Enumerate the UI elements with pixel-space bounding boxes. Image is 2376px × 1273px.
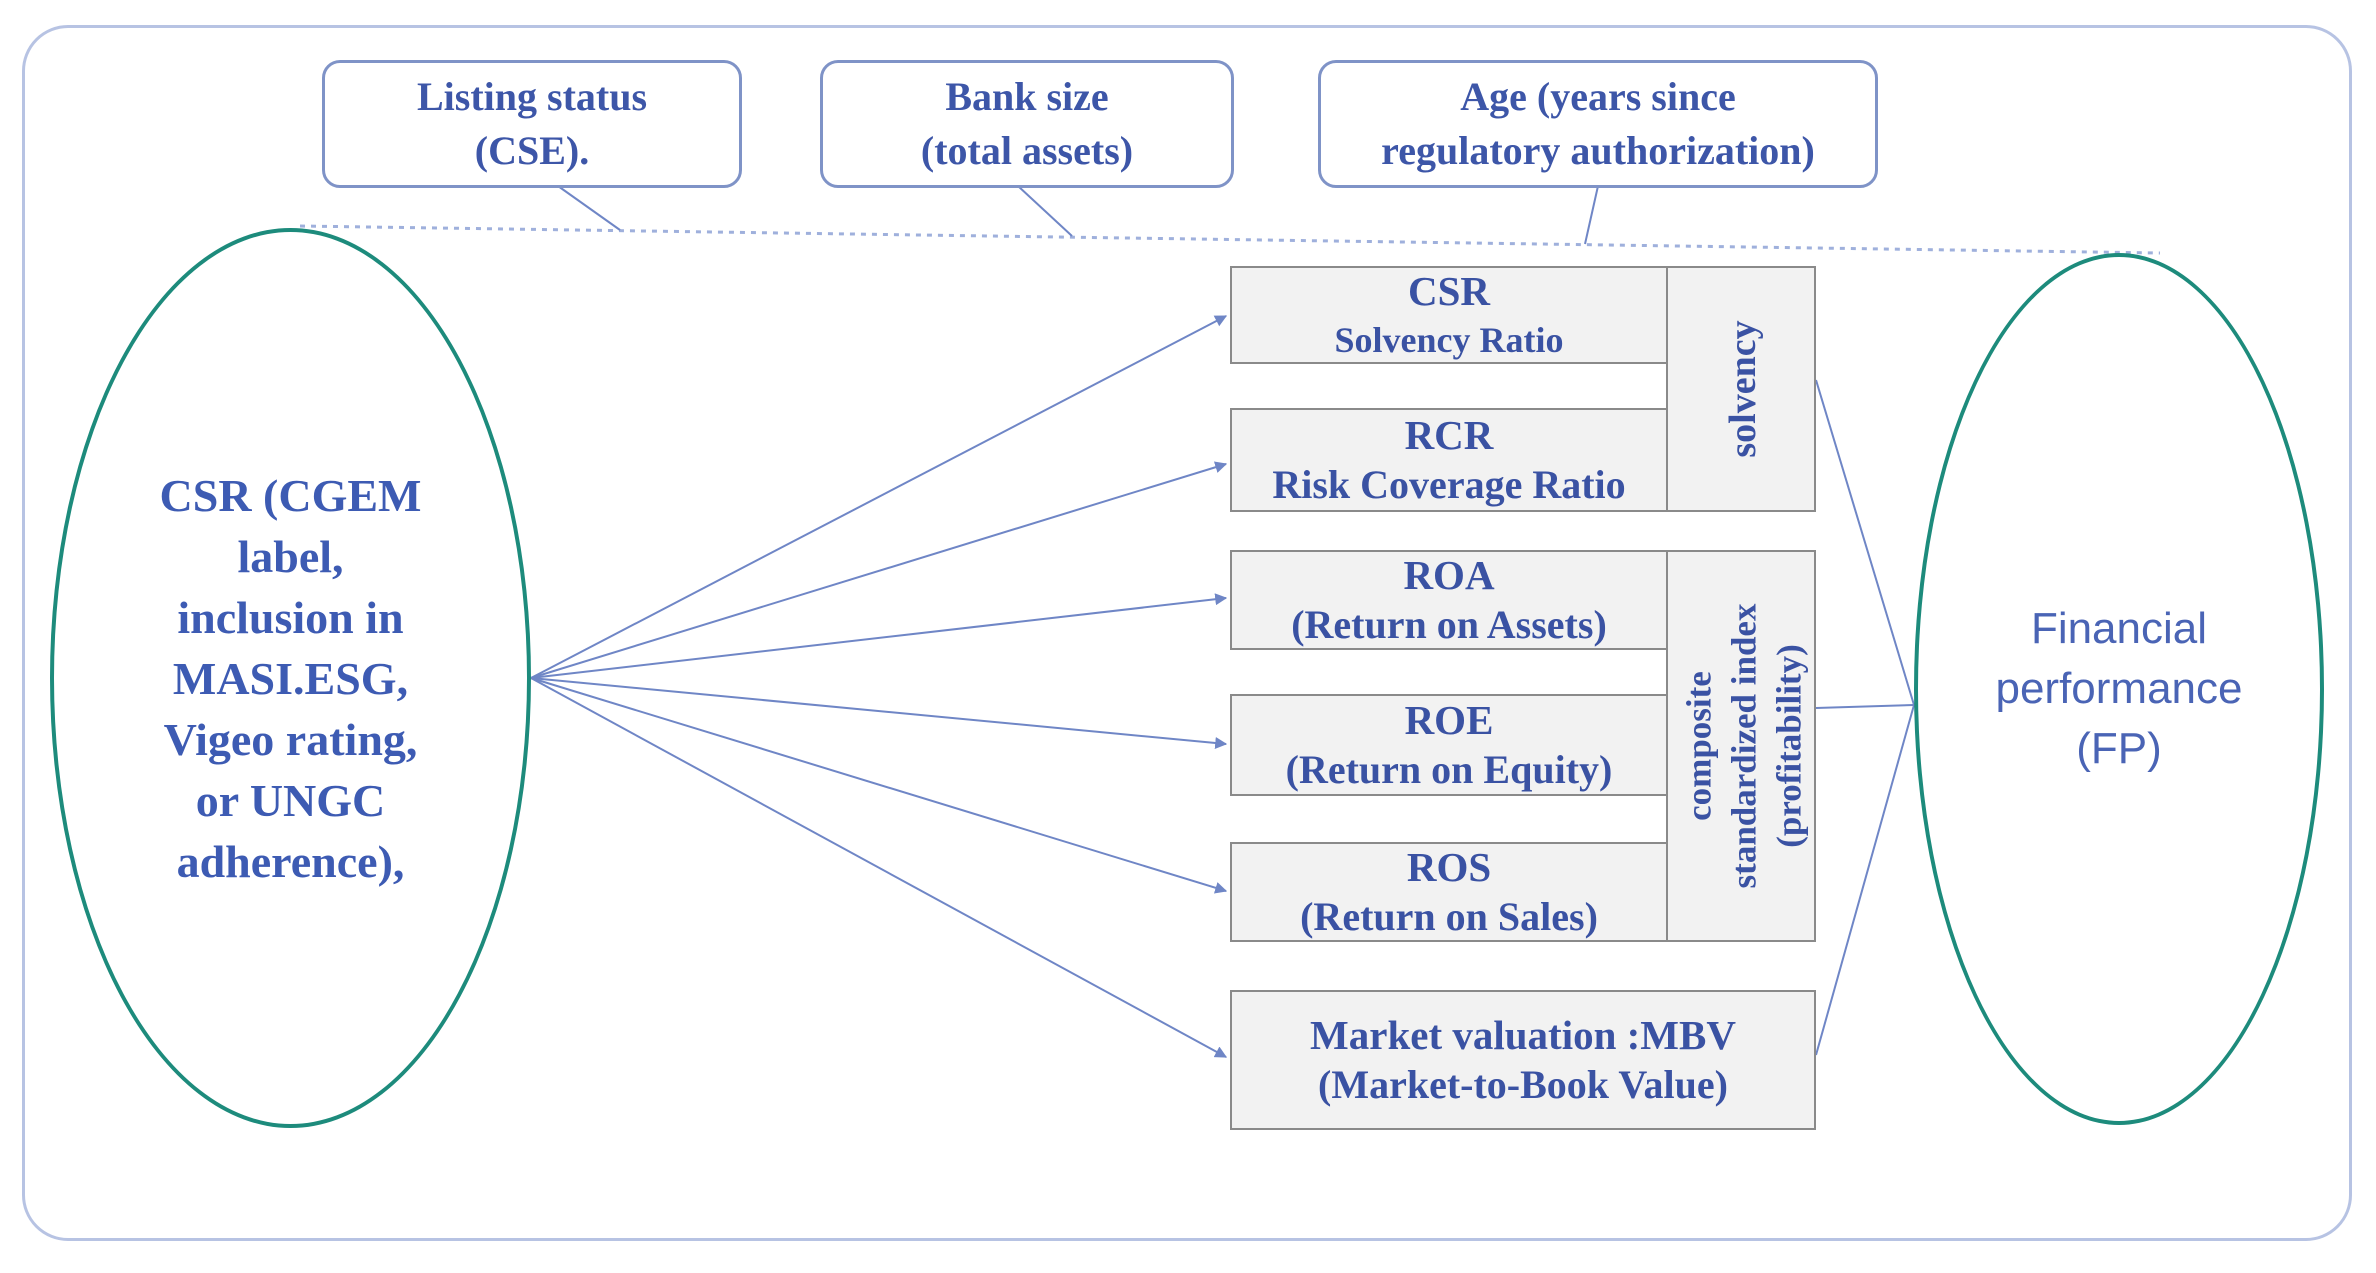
indicator-ros-title: ROS xyxy=(1406,844,1492,890)
csr-line: label, xyxy=(237,530,344,582)
csr-ellipse: CSR (CGEM label, inclusion in MASI.ESG, … xyxy=(50,228,531,1128)
indicator-csr-title: CSR xyxy=(1407,268,1491,314)
arrow-to-mbv xyxy=(530,677,1228,1058)
profitability-group xyxy=(1666,550,1816,942)
control-age-line2: regulatory authorization) xyxy=(1381,128,1815,173)
arrow-to-roe xyxy=(530,677,1228,749)
csr-line: Vigeo rating, xyxy=(163,713,418,765)
fp-line: Financial xyxy=(2030,604,2208,653)
csr-line: CSR (CGEM xyxy=(159,469,422,521)
indicator-roe: ROE (Return on Equity) xyxy=(1230,694,1668,796)
arrow-to-csr xyxy=(530,315,1228,679)
diagram-frame xyxy=(22,25,2352,1241)
control-listing-status-line1: Listing status xyxy=(416,74,648,119)
indicator-roa: ROA (Return on Assets) xyxy=(1230,550,1668,650)
indicator-rcr: RCR Risk Coverage Ratio xyxy=(1230,408,1668,512)
fp-ellipse-text: Financial performance (FP) xyxy=(1995,599,2242,779)
solvency-label: solvency xyxy=(1722,320,1764,458)
profitability-label-line1: composite xyxy=(1679,671,1719,821)
arrow-to-roa xyxy=(530,593,1228,679)
link-profitability-fp xyxy=(1815,704,1915,709)
control-listing-status-line2: (CSE). xyxy=(474,128,590,173)
csr-line: or UNGC xyxy=(195,774,386,826)
indicator-roa-title: ROA xyxy=(1403,552,1495,598)
control-tick-2 xyxy=(1017,185,1073,237)
profitability-label: composite standardized index (profitabil… xyxy=(1677,604,1812,889)
indicator-roe-subtitle: (Return on Equity) xyxy=(1285,747,1613,792)
arrow-to-rcr xyxy=(530,461,1228,679)
control-bank-size-line1: Bank size xyxy=(945,74,1109,119)
arrow-to-ros xyxy=(530,677,1228,894)
indicator-rcr-subtitle: Risk Coverage Ratio xyxy=(1272,462,1626,507)
csr-ellipse-text: CSR (CGEM label, inclusion in MASI.ESG, … xyxy=(126,465,456,892)
control-bank-size-line2: (total assets) xyxy=(920,128,1134,173)
indicator-csr-subtitle: Solvency Ratio xyxy=(1334,320,1564,360)
control-tick-1 xyxy=(557,185,621,231)
indicator-mbv-subtitle: (Market-to-Book Value) xyxy=(1318,1062,1728,1107)
indicator-roe-title: ROE xyxy=(1404,697,1494,743)
indicator-mbv-title: Market valuation :MBV xyxy=(1310,1012,1736,1058)
indicator-mbv: Market valuation :MBV (Market-to-Book Va… xyxy=(1230,990,1816,1130)
fp-line: performance xyxy=(1995,664,2243,713)
control-age-line1: Age (years since xyxy=(1460,74,1736,119)
indicator-csr: CSR Solvency Ratio xyxy=(1230,266,1668,364)
indicator-rcr-title: RCR xyxy=(1404,412,1494,458)
control-tick-3 xyxy=(1584,185,1599,245)
indicator-ros-subtitle: (Return on Sales) xyxy=(1300,894,1598,939)
control-bank-size: Bank size (total assets) xyxy=(820,60,1234,188)
control-listing-status: Listing status (CSE). xyxy=(322,60,742,188)
csr-line: MASI.ESG, xyxy=(172,652,409,704)
solvency-group xyxy=(1666,266,1816,512)
control-age: Age (years since regulatory authorizatio… xyxy=(1318,60,1878,188)
indicator-ros: ROS (Return on Sales) xyxy=(1230,842,1668,942)
fp-line: (FP) xyxy=(2076,724,2162,773)
control-dotted-line xyxy=(299,224,2161,255)
csr-line: adherence), xyxy=(176,835,405,887)
profitability-label-line3: (profitability) xyxy=(1769,644,1809,848)
link-mbv-fp xyxy=(1815,704,1915,1056)
financial-performance-ellipse: Financial performance (FP) xyxy=(1914,253,2324,1125)
link-solvency-fp xyxy=(1815,379,1915,706)
profitability-label-line2: standardized index xyxy=(1724,603,1764,889)
csr-line: inclusion in xyxy=(177,591,404,643)
indicator-roa-subtitle: (Return on Assets) xyxy=(1291,602,1607,647)
